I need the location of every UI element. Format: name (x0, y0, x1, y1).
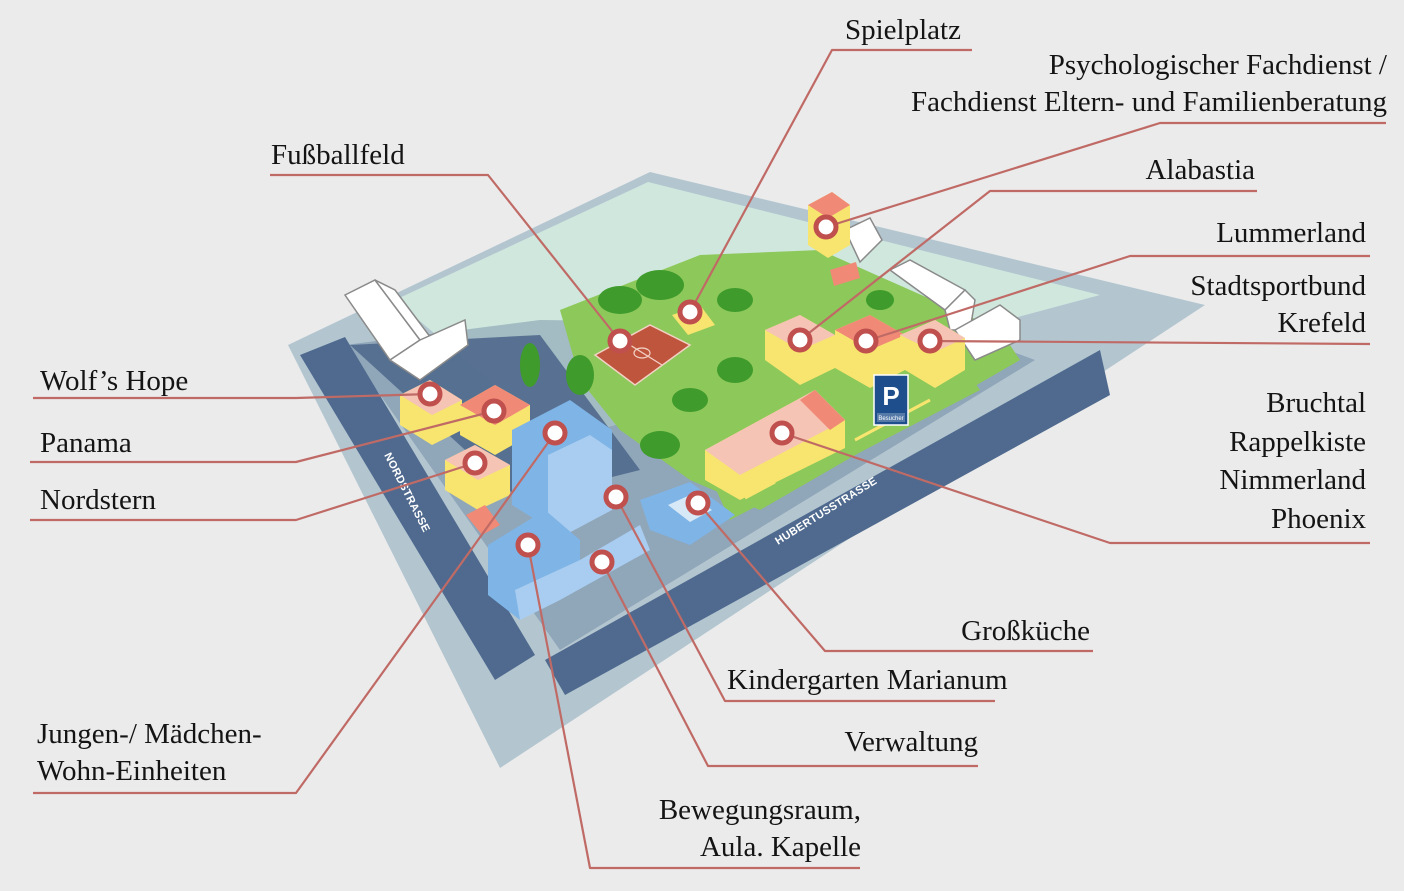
leader-verwaltung (601, 561, 978, 768)
label-line: Panama (40, 427, 132, 459)
leader-psychologischer (825, 121, 1386, 229)
label-line: Spielplatz (845, 14, 961, 46)
leader-bewegungsraum (526, 544, 860, 870)
leader-lines (30, 48, 1386, 870)
leader-spielplatz (689, 48, 972, 313)
label-verwaltung: Verwaltung (844, 724, 978, 761)
label-spielplatz: Spielplatz (845, 12, 961, 49)
location-markers (417, 214, 943, 575)
neighbour-buildings (343, 217, 1021, 381)
label-alabastia: Alabastia (1145, 152, 1255, 189)
label-psychologischer: Psychologischer Fachdienst / Fachdienst … (911, 47, 1387, 121)
label-line: Fachdienst Eltern- und Familienberatung (911, 86, 1387, 118)
label-line: Psychologischer Fachdienst / (1048, 49, 1387, 81)
label-line: Verwaltung (844, 726, 978, 758)
label-wolfs-hope: Wolf’s Hope (40, 363, 188, 400)
label-line: Fußballfeld (271, 139, 405, 171)
label-line: Rappelkiste (1229, 425, 1366, 458)
label-stadtsportbund: Stadtsportbund Krefeld (1190, 268, 1366, 342)
tree-group (520, 270, 894, 459)
parking-caption: Besucher (878, 416, 903, 422)
label-panama: Panama (40, 425, 132, 462)
label-line: Phoenix (1270, 502, 1366, 535)
label-nordstern: Nordstern (40, 482, 156, 519)
leader-jungen (33, 432, 556, 795)
parking-sign: P Besucher (873, 374, 909, 426)
marker-alabastia[interactable] (787, 327, 813, 353)
marker-jungen[interactable] (542, 420, 568, 446)
marker-wolfs-hope[interactable] (417, 381, 443, 407)
label-lummerland: Lummerland (1216, 215, 1366, 252)
leader-bruchtal (781, 431, 1370, 545)
marker-psychologischer[interactable] (813, 214, 839, 240)
marker-panama[interactable] (481, 398, 507, 424)
label-line: Lummerland (1216, 217, 1366, 249)
marker-kindergarten[interactable] (603, 484, 629, 510)
label-line: Jungen-/ Mädchen- (37, 718, 262, 750)
label-jungen-maedchen: Jungen-/ Mädchen- Wohn-Einheiten (37, 716, 262, 790)
label-line: Aula. Kapelle (699, 831, 861, 863)
marker-bewegungsraum[interactable] (515, 532, 541, 558)
label-line: Nordstern (40, 484, 156, 516)
label-line: Kindergarten Marianum (727, 664, 1008, 696)
marker-stadtsportbund[interactable] (917, 328, 943, 354)
label-line: Bruchtal (1266, 387, 1366, 419)
blue-buildings (488, 400, 735, 620)
marker-grosskueche[interactable] (685, 490, 711, 516)
marker-lummerland[interactable] (853, 328, 879, 354)
leader-fussballfeld (270, 173, 621, 342)
marker-verwaltung[interactable] (589, 549, 615, 575)
hubertusstrasse-road (545, 350, 1110, 695)
label-fussballfeld: Fußballfeld (271, 137, 405, 174)
label-grosskueche: Großküche (961, 613, 1090, 650)
marker-bruchtal[interactable] (769, 420, 795, 446)
nordstrasse-road (300, 337, 535, 680)
marker-nordstern[interactable] (462, 450, 488, 476)
label-line: Bewegungsraum, (658, 794, 861, 826)
label-line: Wolf’s Hope (40, 365, 189, 397)
label-line: Krefeld (1277, 307, 1366, 339)
parking-symbol: P (882, 381, 899, 411)
leader-kindergarten (615, 496, 995, 703)
label-bewegungsraum: Bewegungsraum, Aula. Kapelle (659, 792, 861, 866)
label-line: Wohn-Einheiten (37, 755, 227, 787)
leader-wolfs-hope (33, 392, 431, 400)
label-line: Stadtsportbund (1190, 270, 1366, 302)
label-line: Alabastia (1145, 154, 1255, 186)
leader-stadtsportbund (929, 339, 1371, 346)
label-kindergarten: Kindergarten Marianum (727, 662, 1008, 699)
marker-spielplatz[interactable] (677, 299, 703, 325)
label-line: Großküche (961, 615, 1090, 647)
leader-nordstern (30, 461, 476, 522)
marker-fussballfeld[interactable] (607, 328, 633, 354)
label-bruchtal-group: Bruchtal Rappelkiste Nimmerland Phoenix (1219, 384, 1366, 538)
leader-lummerland (865, 254, 1370, 343)
leader-alabastia (799, 189, 1257, 341)
leader-grosskueche (697, 502, 1093, 653)
label-line: Nimmerland (1219, 464, 1366, 496)
leader-panama (30, 409, 495, 464)
